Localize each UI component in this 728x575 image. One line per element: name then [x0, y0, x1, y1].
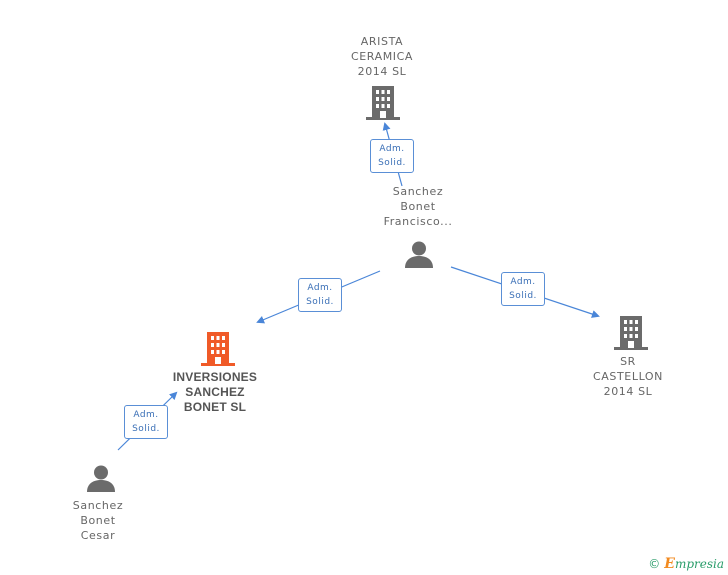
person-icon[interactable] [86, 464, 116, 494]
node-label-francisco: Sanchez Bonet Francisco... [370, 184, 466, 229]
brand-footer[interactable]: ©Empresia [648, 556, 724, 572]
node-label-inversiones[interactable]: INVERSIONES SANCHEZ BONET SL [160, 370, 270, 415]
node-francisco-line-2: Bonet [400, 200, 436, 213]
edge-label-cesar-inversiones[interactable]: Adm. Solid. [124, 405, 168, 439]
edge-label-francisco-inversiones[interactable]: Adm. Solid. [298, 278, 342, 312]
node-cesar-line-2: Bonet [80, 514, 116, 527]
edge-label-line-2: Solid. [132, 424, 160, 434]
edge-label-francisco-arista[interactable]: Adm. Solid. [370, 139, 414, 173]
brand-logo-initial: E [664, 556, 675, 572]
edge-label-line-2: Solid. [378, 158, 406, 168]
node-inversiones-line-2: SANCHEZ [185, 385, 245, 399]
node-francisco-line-3: Francisco... [383, 215, 453, 228]
node-cesar-line-3: Cesar [80, 529, 116, 542]
node-cesar-line-1: Sanchez [72, 499, 124, 512]
edge-label-line-1: Adm. [133, 410, 159, 420]
node-arista-line-3: 2014 SL [357, 65, 407, 78]
node-label-cesar: Sanchez Bonet Cesar [56, 498, 140, 543]
node-castellon-line-3: 2014 SL [603, 385, 653, 398]
node-label-arista: ARISTA CERAMICA 2014 SL [340, 34, 424, 79]
edge-label-line-1: Adm. [307, 283, 333, 293]
building-icon[interactable] [614, 314, 648, 350]
node-arista-line-2: CERAMICA [350, 50, 414, 63]
edge-label-line-2: Solid. [509, 291, 537, 301]
edge-label-francisco-castellon[interactable]: Adm. Solid. [501, 272, 545, 306]
building-icon[interactable] [366, 84, 400, 120]
node-inversiones-line-3: BONET SL [183, 400, 247, 414]
person-icon[interactable] [404, 240, 434, 270]
copyright-icon: © [648, 557, 661, 571]
edge-label-line-1: Adm. [510, 277, 536, 287]
node-castellon-line-1: SR [620, 355, 636, 368]
building-icon[interactable] [201, 330, 235, 366]
node-label-castellon: SR CASTELLON 2014 SL [582, 354, 674, 399]
node-castellon-line-2: CASTELLON [592, 370, 663, 383]
edge-label-line-2: Solid. [306, 297, 334, 307]
node-francisco-line-1: Sanchez [392, 185, 444, 198]
edge-label-line-1: Adm. [379, 144, 405, 154]
node-inversiones-line-1: INVERSIONES [172, 370, 258, 384]
brand-name: mpresia [674, 557, 724, 571]
node-arista-line-1: ARISTA [360, 35, 404, 48]
